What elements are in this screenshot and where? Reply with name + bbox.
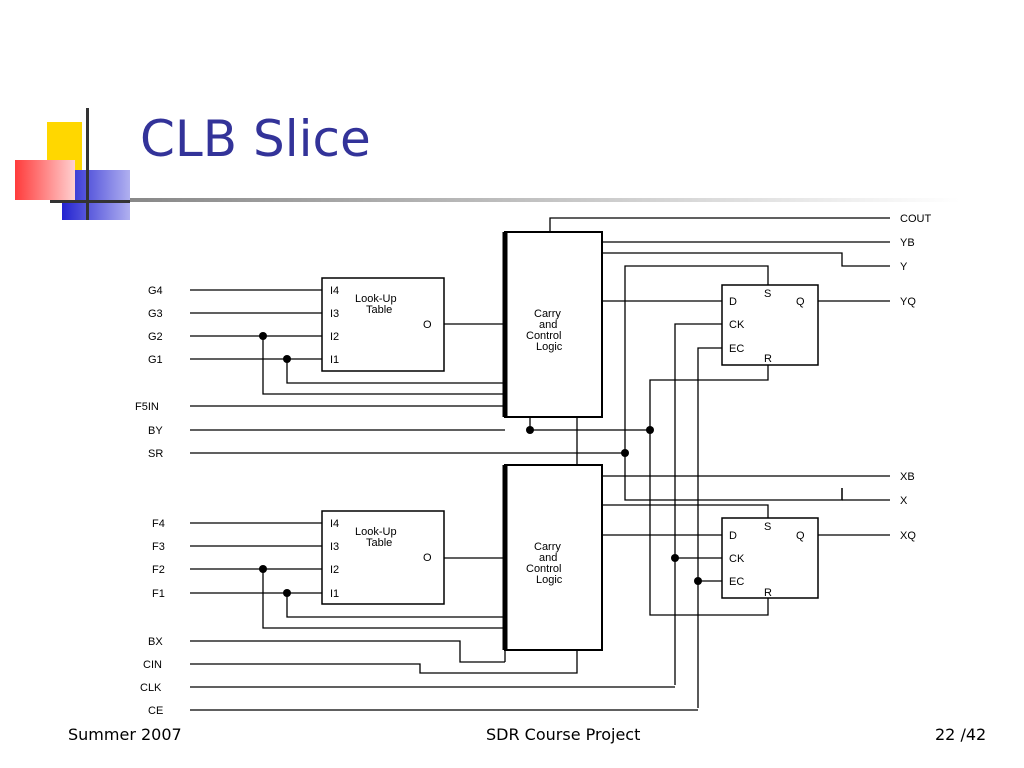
carry-lower-line-1: Carry — [534, 541, 561, 553]
output-label-x: X — [900, 495, 908, 507]
ff-upper-pin-r: R — [764, 353, 772, 365]
input-label-g1: G1 — [148, 354, 163, 366]
lut-lower-pin-i4: I4 — [330, 518, 339, 530]
lut-upper-output: O — [423, 319, 432, 331]
lut-upper-title-2: Table — [366, 304, 392, 316]
ff-lower-pin-s: S — [764, 521, 771, 533]
title-underline — [130, 198, 960, 202]
ff-upper-pin-q: Q — [796, 296, 805, 308]
input-label-cin: CIN — [143, 659, 162, 671]
footer-course: SDR Course Project — [486, 725, 641, 744]
lut-upper-pin-i1: I1 — [330, 354, 339, 366]
lut-lower-title-1: Look-Up — [355, 526, 397, 538]
ff-upper-pin-s: S — [764, 288, 771, 300]
carry-lower-line-3: Control — [526, 563, 561, 575]
output-label-yb: YB — [900, 237, 915, 249]
input-label-bx: BX — [148, 636, 163, 648]
output-label-yq: YQ — [900, 296, 916, 308]
lut-lower-title-2: Table — [366, 537, 392, 549]
ff-upper-pin-d: D — [729, 296, 737, 308]
output-label-cout: COUT — [900, 213, 931, 225]
input-label-clk: CLK — [140, 682, 162, 694]
title-decoration — [15, 108, 130, 220]
carry-upper-line-1: Carry — [534, 308, 561, 320]
lut-upper-pin-i3: I3 — [330, 308, 339, 320]
ff-lower-pin-q: Q — [796, 530, 805, 542]
lut-lower-pin-i2: I2 — [330, 564, 339, 576]
input-label-g3: G3 — [148, 308, 163, 320]
input-label-f4: F4 — [152, 518, 165, 530]
ff-upper-pin-ck: CK — [729, 319, 745, 331]
input-label-f5in: F5IN — [135, 401, 159, 413]
ff-lower-pin-r: R — [764, 587, 772, 599]
lut-lower-output: O — [423, 552, 432, 564]
carry-upper-line-4: Logic — [536, 341, 563, 353]
carry-upper-line-3: Control — [526, 330, 561, 342]
input-label-by: BY — [148, 425, 163, 437]
input-label-f3: F3 — [152, 541, 165, 553]
carry-upper-line-2: and — [539, 319, 557, 331]
input-label-ce: CE — [148, 705, 163, 717]
lut-lower-pin-i1: I1 — [330, 588, 339, 600]
carry-lower-line-2: and — [539, 552, 557, 564]
footer-date: Summer 2007 — [68, 725, 182, 744]
input-label-f2: F2 — [152, 564, 165, 576]
input-label-f1: F1 — [152, 588, 165, 600]
footer-page-number: 22 /42 — [935, 725, 987, 744]
lut-upper-pin-i4: I4 — [330, 285, 339, 297]
slide-title: CLB Slice — [140, 110, 371, 168]
ff-upper-pin-ec: EC — [729, 343, 744, 355]
ff-lower-pin-ec: EC — [729, 576, 744, 588]
lut-upper-title-1: Look-Up — [355, 293, 397, 305]
ff-lower-pin-ck: CK — [729, 553, 745, 565]
input-label-g4: G4 — [148, 285, 163, 297]
lut-lower-pin-i3: I3 — [330, 541, 339, 553]
output-label-xq: XQ — [900, 530, 916, 542]
carry-lower-line-4: Logic — [536, 574, 563, 586]
output-label-y: Y — [900, 261, 908, 273]
lut-upper-pin-i2: I2 — [330, 331, 339, 343]
output-label-xb: XB — [900, 471, 915, 483]
input-label-sr: SR — [148, 448, 163, 460]
ff-lower-pin-d: D — [729, 530, 737, 542]
input-label-g2: G2 — [148, 331, 163, 343]
